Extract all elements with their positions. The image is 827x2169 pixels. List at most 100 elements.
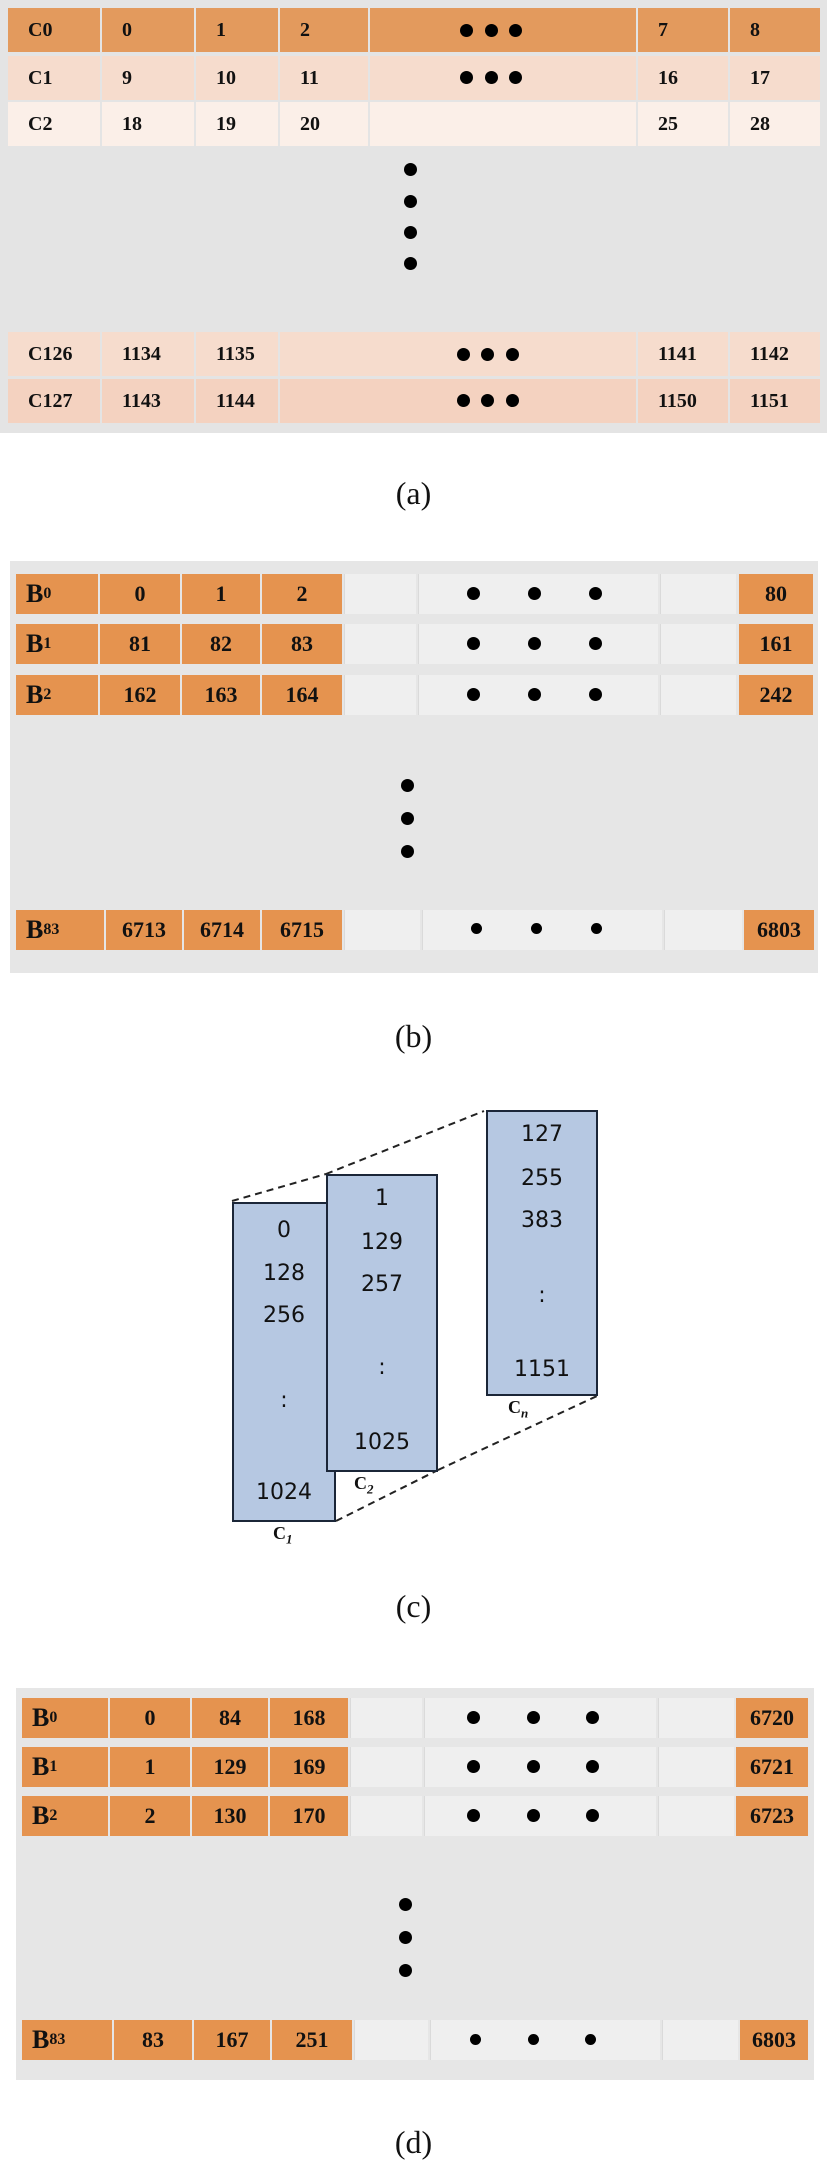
row-label-sub: 83: [43, 921, 60, 938]
cell-a-0-7: 7: [638, 8, 728, 52]
ellipsis-dot: [481, 348, 494, 361]
cell-a-127-0: 1143: [102, 379, 194, 423]
row-label-sub: 1: [43, 635, 52, 652]
column-label-text: C: [508, 1397, 521, 1417]
ellipsis-dot: [467, 1711, 480, 1724]
cell-a-1-2: 11: [280, 56, 368, 100]
vertical-ellipsis-dot: [401, 812, 414, 825]
empty-cell: [344, 574, 416, 614]
column-label-text: C: [354, 1473, 367, 1493]
cell-a-2-1: 19: [196, 102, 278, 146]
row-label-text: B: [32, 2025, 50, 2054]
ellipsis-dot: [591, 923, 602, 934]
cell-b-2-2: 164: [262, 675, 342, 715]
cell-b-1-0: 81: [100, 624, 180, 664]
empty-cell: [660, 624, 736, 664]
empty-cell: [658, 1796, 734, 1836]
cell-a-1-0: 9: [102, 56, 194, 100]
cell-b-0-1: 1: [182, 574, 260, 614]
column-value: :: [280, 1388, 288, 1413]
ellipsis-dot: [460, 24, 473, 37]
cell-a-127-1: 1144: [196, 379, 278, 423]
empty-cell: [344, 624, 416, 664]
row-label-text: B: [32, 1752, 50, 1781]
column-value: 127: [521, 1122, 563, 1147]
column-value: 383: [521, 1208, 563, 1233]
cell-b-0-0: 0: [100, 574, 180, 614]
ellipsis-dot: [467, 1809, 480, 1822]
caption-b: (b): [394, 1018, 433, 1054]
cell-a-2-2: 20: [280, 102, 368, 146]
ellipsis-dot: [485, 71, 498, 84]
empty-cell: [350, 1747, 422, 1787]
ellipsis-dot: [586, 1760, 599, 1773]
empty-cell: [660, 675, 736, 715]
cell-b-83-2: 6715: [262, 910, 342, 950]
caption-a: (a): [395, 475, 432, 511]
cell-d-1-last: 6721: [736, 1747, 808, 1787]
vertical-ellipsis-dot: [404, 163, 417, 176]
cell-a-0-0: 0: [102, 8, 194, 52]
cell-b-0-2: 2: [262, 574, 342, 614]
column-label-sub: n: [521, 1405, 529, 1421]
column-value: 1: [375, 1186, 389, 1211]
cell-a-126-0: 1134: [102, 332, 194, 376]
column-value: 255: [521, 1166, 563, 1191]
cell-d-2-last: 6723: [736, 1796, 808, 1836]
row-label-sub: 2: [43, 686, 52, 703]
empty-cell: [662, 2020, 738, 2060]
row-label-c1: C1: [8, 56, 100, 100]
empty-cell: [658, 1698, 734, 1738]
ellipsis-dot: [527, 1809, 540, 1822]
ellipsis-dot: [506, 394, 519, 407]
ellipsis-dot: [481, 394, 494, 407]
column-value: 256: [263, 1303, 305, 1328]
ellipsis-cell-a-0: [370, 8, 636, 52]
ellipsis-cell: [430, 2020, 660, 2060]
column-label-c2: C2: [354, 1473, 374, 1498]
cell-a-1-7: 16: [638, 56, 728, 100]
ellipsis-dot: [528, 688, 541, 701]
cell-d-2-1: 130: [192, 1796, 268, 1836]
ellipsis-dot: [531, 923, 542, 934]
cell-d-1-0: 1: [110, 1747, 190, 1787]
ellipsis-dot: [509, 71, 522, 84]
column-value: 1024: [256, 1480, 312, 1505]
row-label-c2: C2: [8, 102, 100, 146]
ellipsis-cell: [422, 910, 662, 950]
row-label-text: B: [26, 579, 44, 608]
cell-b-1-1: 82: [182, 624, 260, 664]
row-label-text: B: [32, 1703, 50, 1732]
column-value: 0: [277, 1218, 291, 1243]
vertical-ellipsis-dot: [404, 226, 417, 239]
cell-d-0-last: 6720: [736, 1698, 808, 1738]
column-c1: 0 128 256 : 1024: [232, 1202, 336, 1522]
row-label-c0: C0: [8, 8, 100, 52]
column-label-sub: 1: [286, 1531, 293, 1547]
vertical-ellipsis-dot: [401, 779, 414, 792]
cell-a-2-7: 25: [638, 102, 728, 146]
ellipsis-dot: [467, 587, 480, 600]
cell-d-83-last: 6803: [740, 2020, 808, 2060]
cell-b-83-0: 6713: [106, 910, 182, 950]
cell-a-0-8: 8: [730, 8, 820, 52]
vertical-ellipsis-dot: [399, 1964, 412, 1977]
cell-d-0-1: 84: [192, 1698, 268, 1738]
ellipsis-dot: [589, 637, 602, 650]
cell-a-127-7: 1150: [638, 379, 728, 423]
ellipsis-dot: [467, 637, 480, 650]
ellipsis-dot: [509, 24, 522, 37]
ellipsis-dot: [589, 587, 602, 600]
column-value: 1151: [514, 1357, 570, 1382]
empty-cell: [664, 910, 742, 950]
cell-d-2-2: 170: [270, 1796, 348, 1836]
ellipsis-dot: [460, 71, 473, 84]
ellipsis-dot: [528, 637, 541, 650]
dashed-connector: [325, 1110, 485, 1175]
